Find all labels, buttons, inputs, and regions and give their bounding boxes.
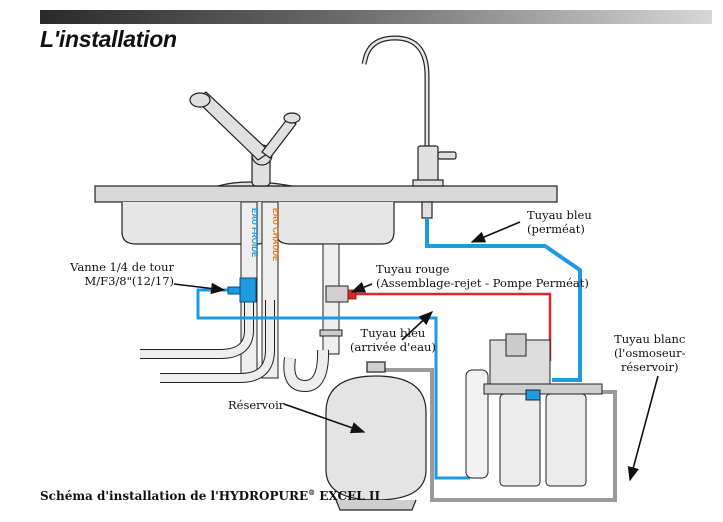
red-pipe-label-line1: Tuyau rouge (376, 262, 450, 276)
header-bar (40, 10, 712, 24)
permeate-pipe-label: Tuyau bleu (perméat) (527, 208, 592, 236)
sink-basin-right (275, 202, 395, 245)
reverse-osmosis-unit (465, 333, 603, 487)
caption-trademark: ® (308, 488, 316, 497)
diagram-caption: Schéma d'installation de l'HYDROPURE® EX… (40, 488, 380, 503)
red-pipe-label-line2: (Assemblage-rejet - Pompe Perméat) (376, 276, 589, 290)
inlet-pipe-label-line2: (arrivée d'eau) (350, 340, 436, 354)
drinking-faucet (361, 35, 457, 219)
inlet-pipe-label: Tuyau bleu (arrivée d'eau) (350, 326, 436, 354)
blue-permeate-pipe (425, 218, 582, 382)
hot-water-label: EAU CHAUDE (271, 208, 280, 262)
inlet-pipe-label-line1: Tuyau bleu (360, 326, 426, 340)
white-pipe-label-line2: (l'osmoseur- (614, 346, 686, 360)
page-title: L'installation (40, 26, 177, 52)
reservoir-label: Réservoir (228, 398, 285, 412)
valve-label: Vanne 1/4 de tour M/F3/8"(12/17) (64, 260, 174, 288)
annotation-arrows (173, 221, 659, 482)
permeate-pipe-label-line2: (perméat) (527, 222, 585, 236)
red-pipe-label: Tuyau rouge (Assemblage-rejet - Pompe Pe… (376, 262, 589, 290)
white-pipe-to-tank (375, 368, 617, 502)
quarter-turn-valve (227, 277, 257, 303)
white-pipe-label-line3: réservoir) (620, 360, 679, 374)
blue-inlet-pipe (196, 288, 470, 480)
kitchen-faucet (189, 91, 301, 187)
valve-label-line2: M/F3/8"(12/17) (84, 274, 174, 288)
cold-water-label: EAU FROIDE (250, 208, 259, 258)
caption-suffix: EXCEL II (315, 489, 381, 503)
valve-label-line1: Vanne 1/4 de tour (70, 260, 174, 274)
caption-prefix: Schéma d'installation de l'HYDROPURE (40, 489, 309, 503)
storage-tank (325, 361, 427, 511)
drain-trap (283, 243, 343, 393)
countertop (94, 185, 558, 203)
permeate-pipe-label-line1: Tuyau bleu (527, 208, 592, 222)
white-pipe-label-line1: Tuyau blanc (614, 332, 686, 346)
white-pipe-label: Tuyau blanc (l'osmoseur- réservoir) (614, 332, 685, 374)
